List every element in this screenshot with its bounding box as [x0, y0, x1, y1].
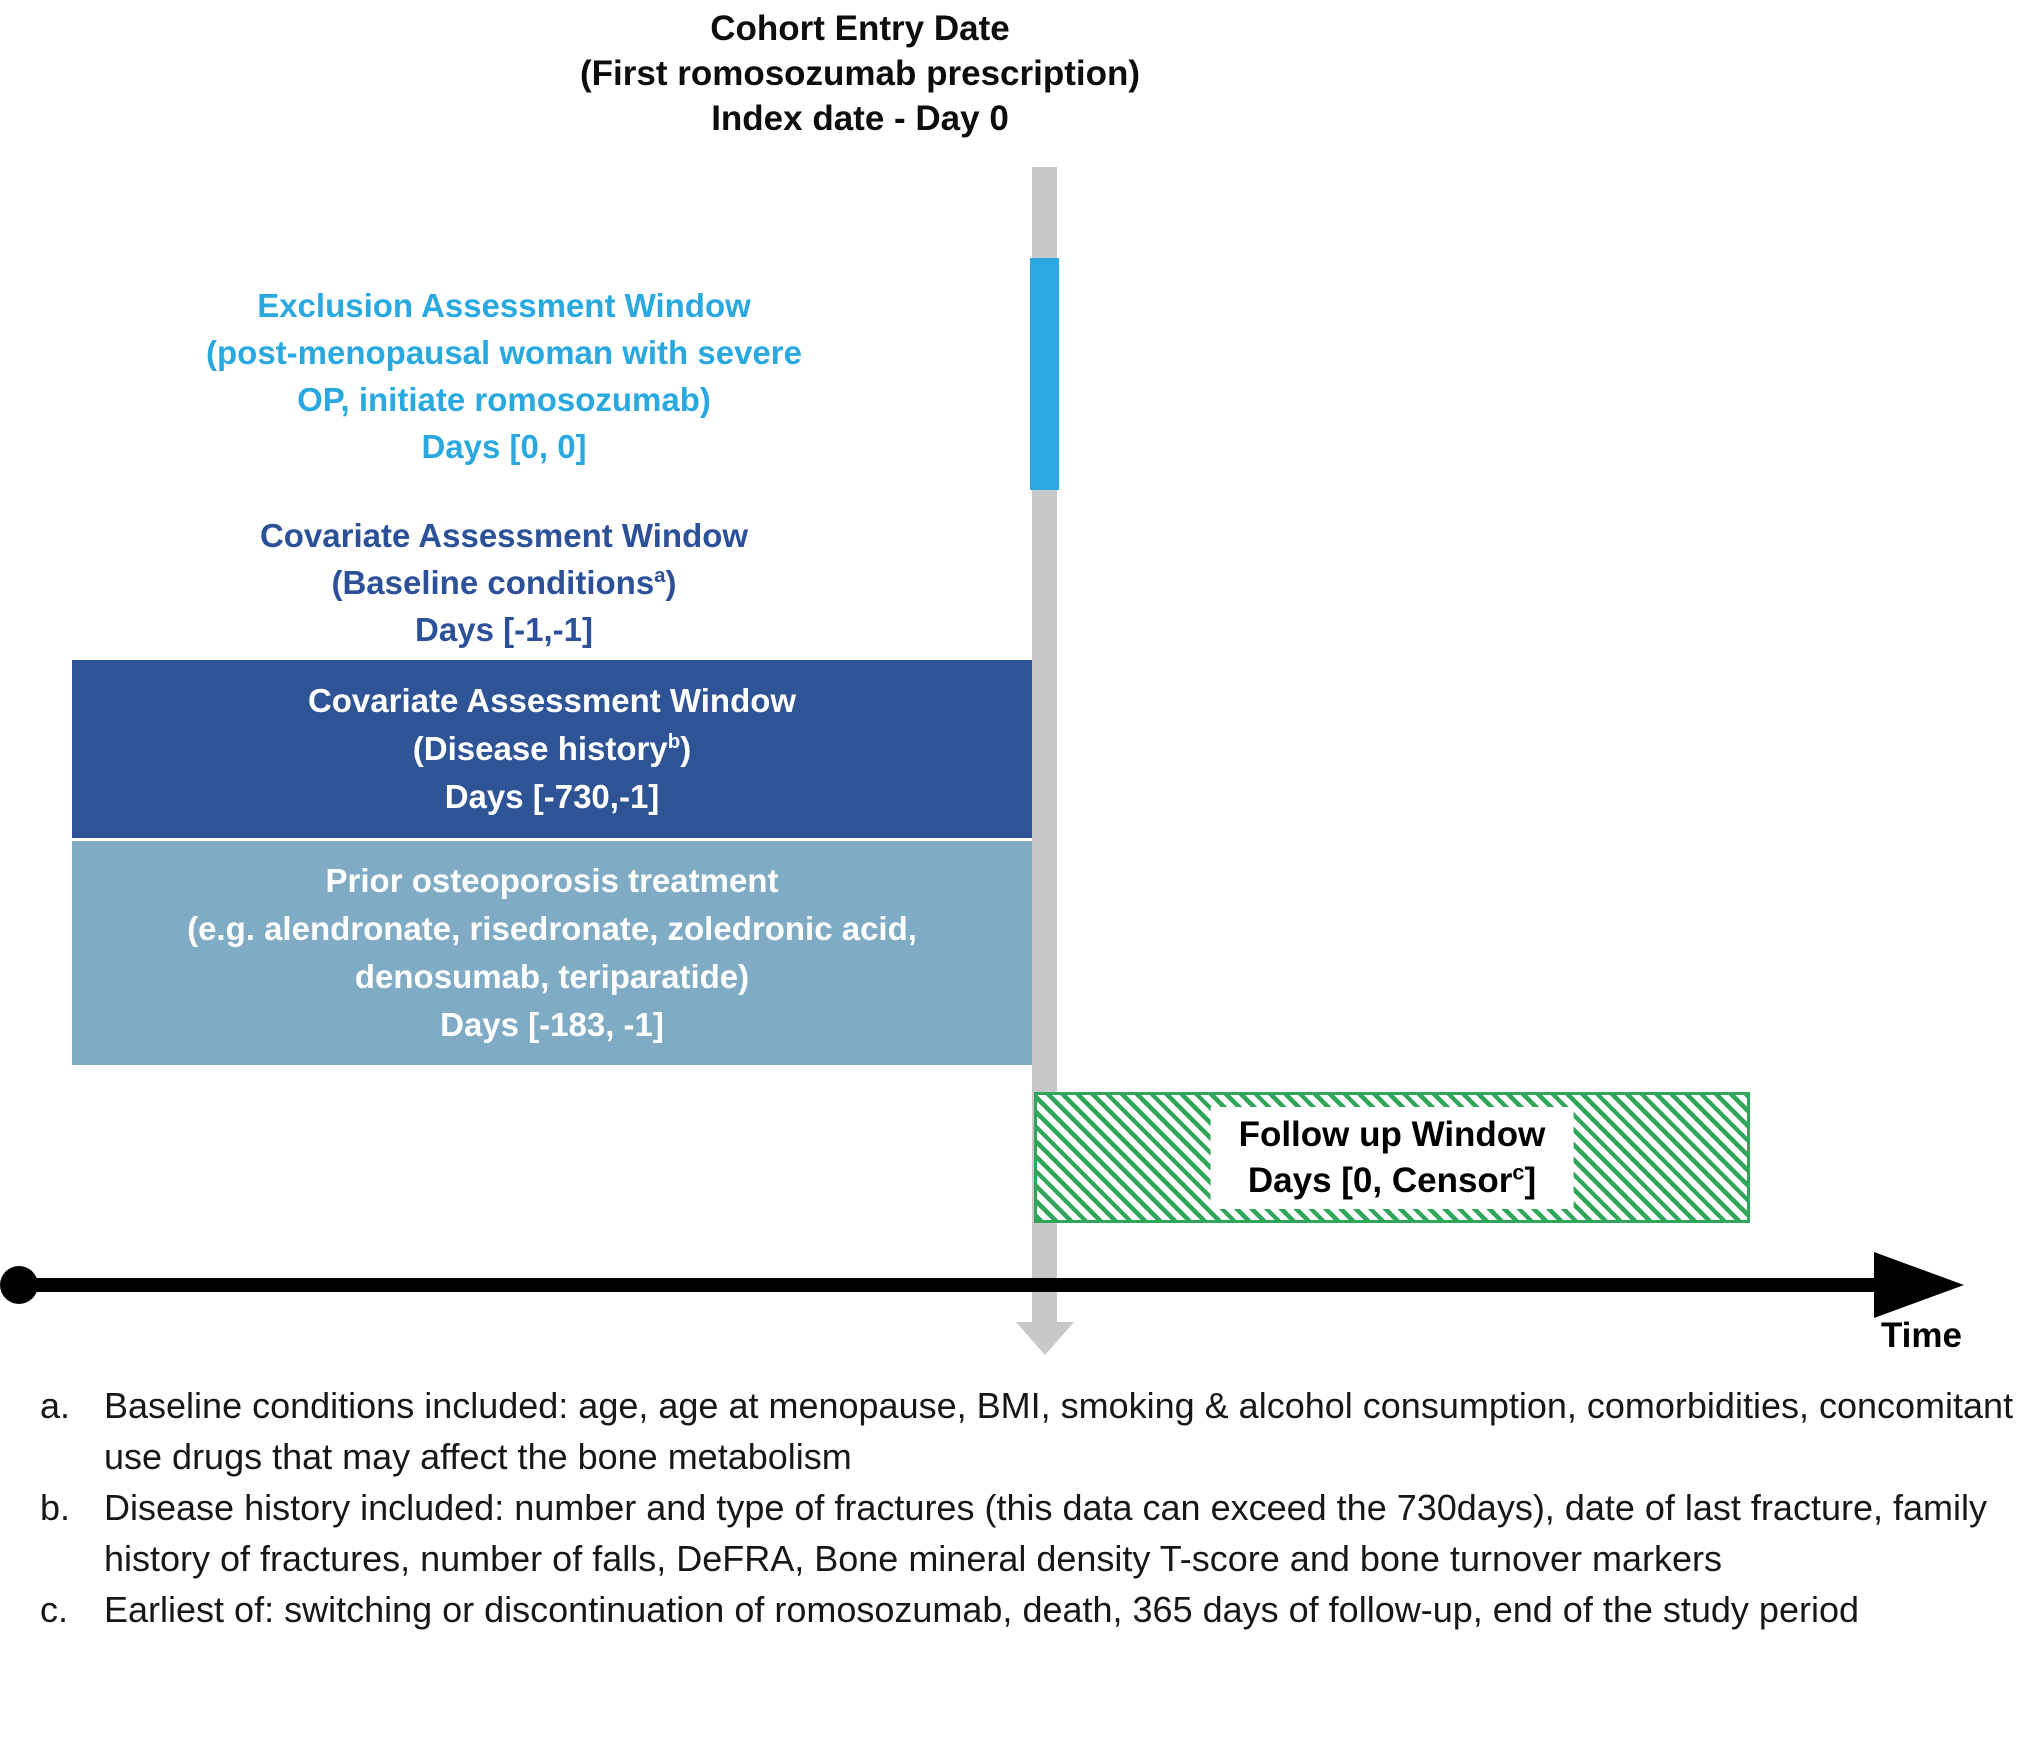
prior-treatment-box: Prior osteoporosis treatment (e.g. alend…: [72, 841, 1032, 1065]
footnotes-list: a. Baseline conditions included: age, ag…: [30, 1380, 2015, 1635]
baseline-conditions-close: ): [665, 564, 677, 601]
footnote-a-marker: a.: [40, 1385, 71, 1426]
footnote-ref-c: c: [1512, 1158, 1525, 1184]
title-line-2: (First romosozumab prescription): [579, 54, 1141, 93]
exclusion-days-range: Days [0, 0]: [421, 428, 587, 465]
disease-history-close: ): [680, 730, 692, 767]
covariate-baseline-label: Covariate Assessment Window (Baseline co…: [104, 512, 904, 653]
footnote-b-marker: b.: [40, 1487, 71, 1528]
covariate-baseline-line-1: Covariate Assessment Window: [259, 517, 749, 554]
covariate-disease-line-2: (Disease historyb): [72, 725, 1032, 773]
prior-treatment-days-range: Days [-183, -1]: [440, 1006, 664, 1043]
follow-up-days-range: Days [0, Censorc]: [1239, 1158, 1546, 1204]
exclusion-line-3: OP, initiate romosozumab): [297, 381, 711, 418]
prior-treatment-line-2: (e.g. alendronate, risedronate, zoledron…: [187, 910, 917, 947]
prior-treatment-line-3: denosumab, teriparatide): [354, 958, 750, 995]
time-axis-label: Time: [1880, 1316, 1962, 1355]
covariate-baseline-line-2: (Baseline conditionsa): [104, 559, 904, 606]
prior-treatment-line-1: Prior osteoporosis treatment: [325, 862, 779, 899]
exclusion-window-label: Exclusion Assessment Window (post-menopa…: [104, 282, 904, 470]
title-line-3: Index date - Day 0: [711, 99, 1009, 138]
exclusion-line-1: Exclusion Assessment Window: [257, 287, 751, 324]
footnote-c: c. Earliest of: switching or discontinua…: [30, 1584, 2015, 1635]
follow-up-line-1: Follow up Window: [1238, 1114, 1546, 1154]
follow-up-days-text: Days [0, Censor: [1247, 1160, 1513, 1200]
cohort-entry-title: Cohort Entry Date (First romosozumab pre…: [360, 6, 1360, 141]
exclusion-window-bar: [1030, 258, 1059, 490]
follow-up-days-close: ]: [1524, 1160, 1537, 1200]
title-line-1: Cohort Entry Date: [710, 9, 1010, 48]
covariate-disease-days-range: Days [-730,-1]: [444, 778, 660, 815]
index-date-down-arrowhead-icon: [1016, 1322, 1074, 1355]
covariate-disease-history-box: Covariate Assessment Window (Disease his…: [72, 660, 1032, 838]
footnote-ref-b: b: [667, 730, 681, 753]
footnote-c-marker: c.: [40, 1589, 69, 1630]
disease-history-text: (Disease history: [412, 730, 668, 767]
exclusion-line-2: (post-menopausal woman with severe: [206, 334, 802, 371]
footnote-b: b. Disease history included: number and …: [30, 1482, 2015, 1584]
footnote-ref-a: a: [654, 564, 666, 587]
follow-up-window-label: Follow up Window Days [0, Censorc]: [1210, 1106, 1574, 1209]
footnote-a-text: Baseline conditions included: age, age a…: [104, 1385, 2014, 1477]
timeline-axis: [14, 1278, 1876, 1292]
follow-up-window-box: Follow up Window Days [0, Censorc]: [1034, 1092, 1750, 1223]
covariate-baseline-days-range: Days [-1,-1]: [415, 611, 593, 648]
timeline-right-arrowhead-icon: [1874, 1252, 1964, 1318]
covariate-disease-line-1: Covariate Assessment Window: [307, 682, 797, 719]
baseline-conditions-text: (Baseline conditions: [331, 564, 655, 601]
footnote-c-text: Earliest of: switching or discontinuatio…: [104, 1589, 1859, 1630]
footnote-b-text: Disease history included: number and typ…: [104, 1487, 1987, 1579]
footnote-a: a. Baseline conditions included: age, ag…: [30, 1380, 2015, 1482]
